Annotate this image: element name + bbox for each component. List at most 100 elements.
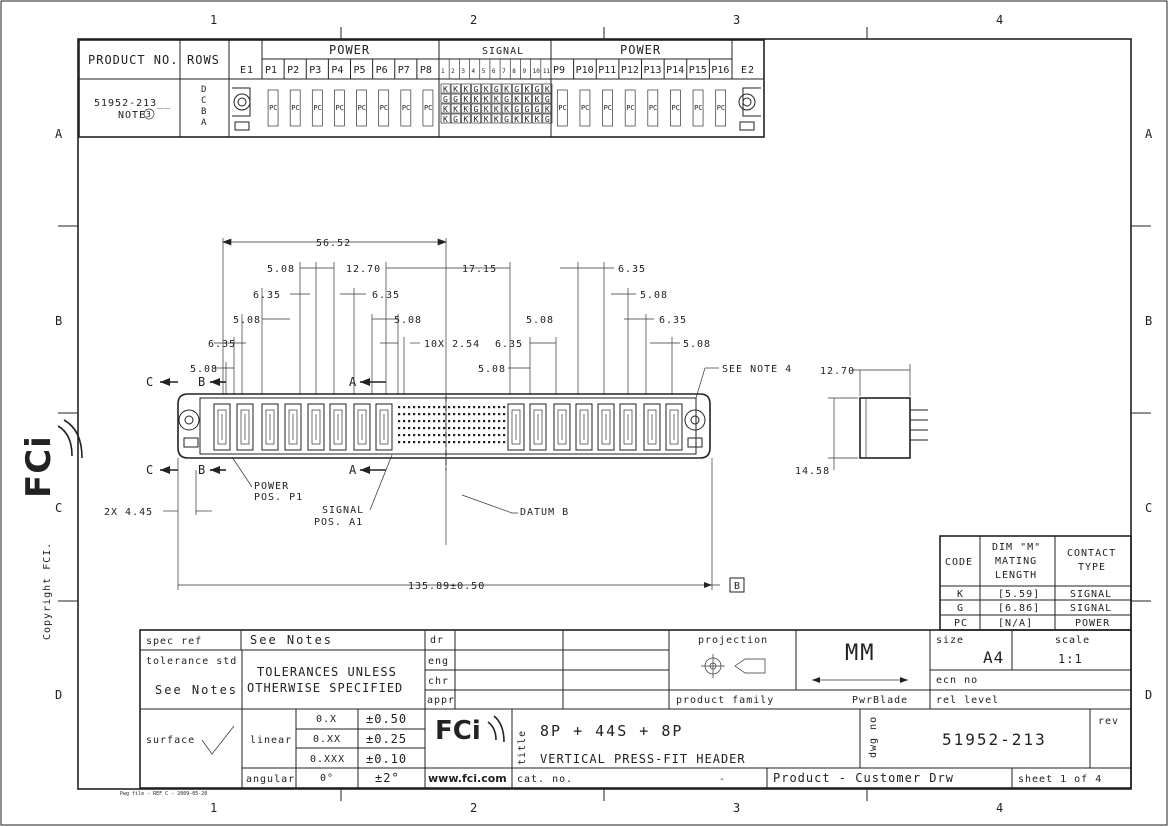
dim-6-35-c: 6.35 bbox=[208, 339, 236, 350]
dwg-number: 51952-213 bbox=[942, 730, 1047, 749]
signal-contact bbox=[448, 420, 451, 423]
pc-left-cell-1 bbox=[267, 89, 279, 127]
signal-contact bbox=[423, 420, 426, 423]
connector-side-view bbox=[828, 364, 928, 470]
signal-contact bbox=[418, 434, 421, 437]
signal-contact bbox=[428, 406, 431, 409]
copyright: Copyright FCI. bbox=[42, 542, 53, 640]
signal-cell bbox=[532, 103, 543, 114]
signal-cell bbox=[511, 103, 522, 114]
signal-code: K bbox=[443, 105, 448, 114]
signal-contact bbox=[493, 413, 496, 416]
pc-left-cell-5 bbox=[356, 89, 367, 127]
signal-contact bbox=[488, 413, 491, 416]
zone-col-2-top: 2 bbox=[470, 13, 478, 27]
signal-cell bbox=[450, 113, 461, 124]
zone-row-d-right: D bbox=[1145, 688, 1153, 702]
signal-contact bbox=[443, 406, 446, 409]
signal-contact bbox=[428, 441, 431, 444]
code-row-2-code: G bbox=[957, 603, 964, 614]
power-slot-8 bbox=[375, 403, 393, 451]
power-left-pin-7: P7 bbox=[398, 65, 410, 76]
power-slot-11 bbox=[553, 403, 571, 451]
surface-check-icon bbox=[201, 725, 235, 755]
see-notes-tolerance: See Notes bbox=[155, 683, 238, 697]
zone-row-b-left: B bbox=[55, 314, 63, 328]
power-slot-7 bbox=[353, 403, 371, 451]
section-a-bottom: A bbox=[349, 463, 357, 477]
signal-contact bbox=[458, 434, 461, 437]
power-slot-3 bbox=[261, 403, 279, 451]
signal-cell bbox=[461, 93, 471, 104]
pc-left-label-8: PC bbox=[424, 104, 432, 112]
signal-contact bbox=[463, 434, 466, 437]
signal-code: K bbox=[514, 95, 519, 104]
signal-contact bbox=[408, 441, 411, 444]
signal-cell bbox=[440, 103, 451, 114]
row-letter-b: B bbox=[201, 107, 206, 117]
signal-contact bbox=[413, 441, 416, 444]
signal-cell bbox=[440, 93, 451, 104]
signal-contact bbox=[478, 406, 481, 409]
signal-contact bbox=[443, 427, 446, 430]
e2-guide-symbol bbox=[738, 87, 761, 131]
signal-contact bbox=[408, 413, 411, 416]
signal-pos-line1: SIGNAL bbox=[322, 505, 364, 516]
signal-contact bbox=[403, 406, 406, 409]
chr-label: chr bbox=[428, 676, 449, 687]
signal-code: G bbox=[453, 115, 458, 124]
signal-contact bbox=[488, 427, 491, 430]
signal-cell bbox=[461, 113, 471, 124]
signal-cell bbox=[511, 113, 522, 124]
e1-guide-symbol bbox=[232, 87, 251, 131]
signal-contact bbox=[438, 406, 441, 409]
signal-contact bbox=[493, 406, 496, 409]
row-letter-a: A bbox=[201, 118, 207, 128]
pc-right-label-1: PC bbox=[558, 104, 566, 112]
signal-contact bbox=[488, 434, 491, 437]
dim-5-08-b: 5.08 bbox=[233, 315, 261, 326]
pc-right-label-8: PC bbox=[717, 104, 725, 112]
tol-val-4: ±2° bbox=[375, 771, 400, 785]
signal-code: K bbox=[463, 105, 468, 114]
signal-contact bbox=[473, 441, 476, 444]
signal-contact bbox=[443, 434, 446, 437]
zone-row-c-right: C bbox=[1145, 501, 1153, 515]
signal-contact bbox=[433, 427, 436, 430]
signal-contact bbox=[448, 434, 451, 437]
signal-contact bbox=[463, 413, 466, 416]
side-logo: FCi bbox=[19, 435, 59, 498]
e1-label: E1 bbox=[240, 65, 254, 76]
pc-right-cell-2 bbox=[579, 89, 591, 127]
zone-row-a-right: A bbox=[1145, 127, 1153, 141]
signal-code: G bbox=[504, 115, 509, 124]
units-arrow-icon bbox=[812, 677, 908, 683]
signal-code: K bbox=[494, 115, 499, 124]
pc-left-cell-8 bbox=[422, 89, 434, 127]
signal-pin-4: 4 bbox=[472, 68, 476, 75]
signal-contact bbox=[438, 441, 441, 444]
signal-cell bbox=[501, 103, 512, 114]
signal-contact bbox=[453, 406, 456, 409]
svg-text:dwg no: dwg no bbox=[868, 716, 879, 758]
pc-left-label-1: PC bbox=[269, 104, 277, 112]
signal-contact bbox=[463, 441, 466, 444]
surface-label: surface bbox=[146, 735, 195, 746]
signal-cell bbox=[522, 83, 532, 94]
signal-pin-10: 10 bbox=[533, 68, 541, 75]
signal-contact bbox=[448, 413, 451, 416]
signal-cell bbox=[471, 93, 482, 104]
signal-contact bbox=[418, 441, 421, 444]
signal-code: K bbox=[463, 85, 468, 94]
tol-fmt-1: 0.X bbox=[316, 714, 337, 725]
signal-contact bbox=[448, 406, 451, 409]
signal-code: K bbox=[484, 95, 489, 104]
zone-col-1-top: 1 bbox=[210, 13, 218, 27]
dim-17-15: 17.15 bbox=[462, 264, 497, 275]
datum-b-box bbox=[729, 577, 745, 593]
signal-contact bbox=[418, 406, 421, 409]
signal-cell bbox=[491, 113, 502, 124]
